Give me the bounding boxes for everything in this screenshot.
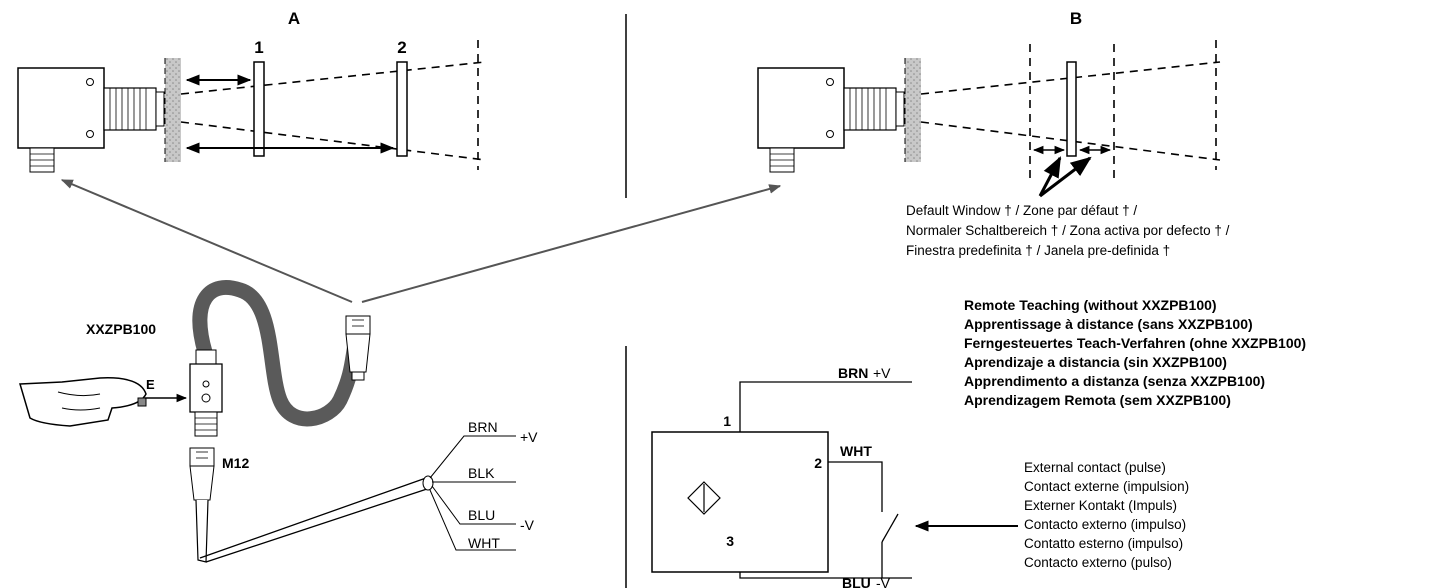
target-1 — [253, 61, 265, 157]
external-contact-line: Contacto externo (pulso) — [1024, 555, 1172, 570]
m12-label: M12 — [222, 455, 249, 471]
remote-teaching-list: Remote Teaching (without XXZPB100) Appre… — [964, 297, 1306, 408]
wire-blu: BLU — [468, 507, 495, 523]
remote-teaching-line: Ferngesteuertes Teach-Verfahren (ohne XX… — [964, 335, 1306, 351]
sensor-symbol-icon — [687, 481, 721, 515]
brn-label: BRN — [838, 365, 868, 381]
position-2-label: 2 — [397, 38, 406, 57]
panel-a-label: A — [288, 9, 300, 28]
hand-icon — [19, 377, 147, 427]
adapter-cable — [192, 280, 363, 427]
panel-a: A 1 2 — [17, 9, 486, 173]
beam-a — [180, 40, 486, 170]
wht-label: WHT — [840, 443, 872, 459]
remote-teaching-line: Aprendizaje a distancia (sin XXZPB100) — [964, 354, 1227, 370]
connection-arrow-b — [361, 184, 782, 303]
pin-1: 1 — [723, 413, 731, 429]
switch-contact — [881, 513, 899, 543]
beam-b — [920, 40, 1221, 178]
default-window-line-1: Default Window † / Zone par défaut † / — [906, 203, 1137, 218]
position-1-label: 1 — [254, 38, 263, 57]
button-label-e: E — [146, 377, 155, 392]
wire-fan — [429, 435, 516, 551]
pin-3: 3 — [726, 533, 734, 549]
adapter-assembly: XXZPB100 E M12 BRN +V BLK BLU -V WHT — [19, 280, 538, 563]
pin-2: 2 — [814, 455, 822, 471]
connection-arrow-a — [60, 179, 353, 303]
target-2 — [396, 61, 408, 157]
remote-teaching-line: Apprentissage à distance (sans XXZPB100) — [964, 316, 1253, 332]
sensor-block — [651, 431, 829, 573]
lens-window-b — [905, 58, 921, 162]
adapter-label: XXZPB100 — [86, 321, 156, 337]
teach-button[interactable] — [201, 393, 211, 403]
adapter-connector-top — [345, 315, 371, 335]
remote-teaching-line: Apprendimento a distanza (senza XXZPB100… — [964, 373, 1265, 389]
external-contact-line: Contacto externo (impulso) — [1024, 517, 1186, 532]
wiring-schematic: 1 BRN +V 2 WHT 3 BLU -V — [651, 365, 1018, 588]
external-contact-line: External contact (pulse) — [1024, 460, 1166, 475]
external-contact-line: Contact externe (impulsion) — [1024, 479, 1189, 494]
target-b — [1066, 61, 1077, 157]
wire-blu-pol: -V — [520, 517, 535, 533]
lens-window-a — [165, 58, 181, 162]
remote-teaching-line: Aprendizagem Remota (sem XXZPB100) — [964, 392, 1231, 408]
sensor-b — [757, 67, 905, 173]
wire-brn: BRN — [468, 419, 498, 435]
blu-pol: -V — [876, 575, 891, 588]
sensor-a — [17, 67, 165, 173]
panel-b-label: B — [1070, 9, 1082, 28]
wire-blk: BLK — [468, 465, 495, 481]
default-window-line-3: Finestra predefinita † / Janela pre-defi… — [906, 243, 1170, 258]
wire-wht: WHT — [468, 535, 500, 551]
wire-brn-pol: +V — [520, 429, 538, 445]
external-contact-line: Contatto esterno (impulso) — [1024, 536, 1183, 551]
panel-b: B — [757, 9, 1230, 258]
brn-pol: +V — [873, 365, 891, 381]
external-contact-list: External contact (pulse) Contact externe… — [1024, 460, 1189, 570]
m12-connector — [189, 447, 215, 467]
default-window-line-2: Normaler Schaltbereich † / Zona activa p… — [906, 223, 1230, 238]
teach-box — [189, 363, 223, 413]
remote-teaching-line: Remote Teaching (without XXZPB100) — [964, 297, 1217, 313]
blu-label: BLU — [842, 575, 871, 588]
external-contact-line: Externer Kontakt (Impuls) — [1024, 498, 1177, 513]
